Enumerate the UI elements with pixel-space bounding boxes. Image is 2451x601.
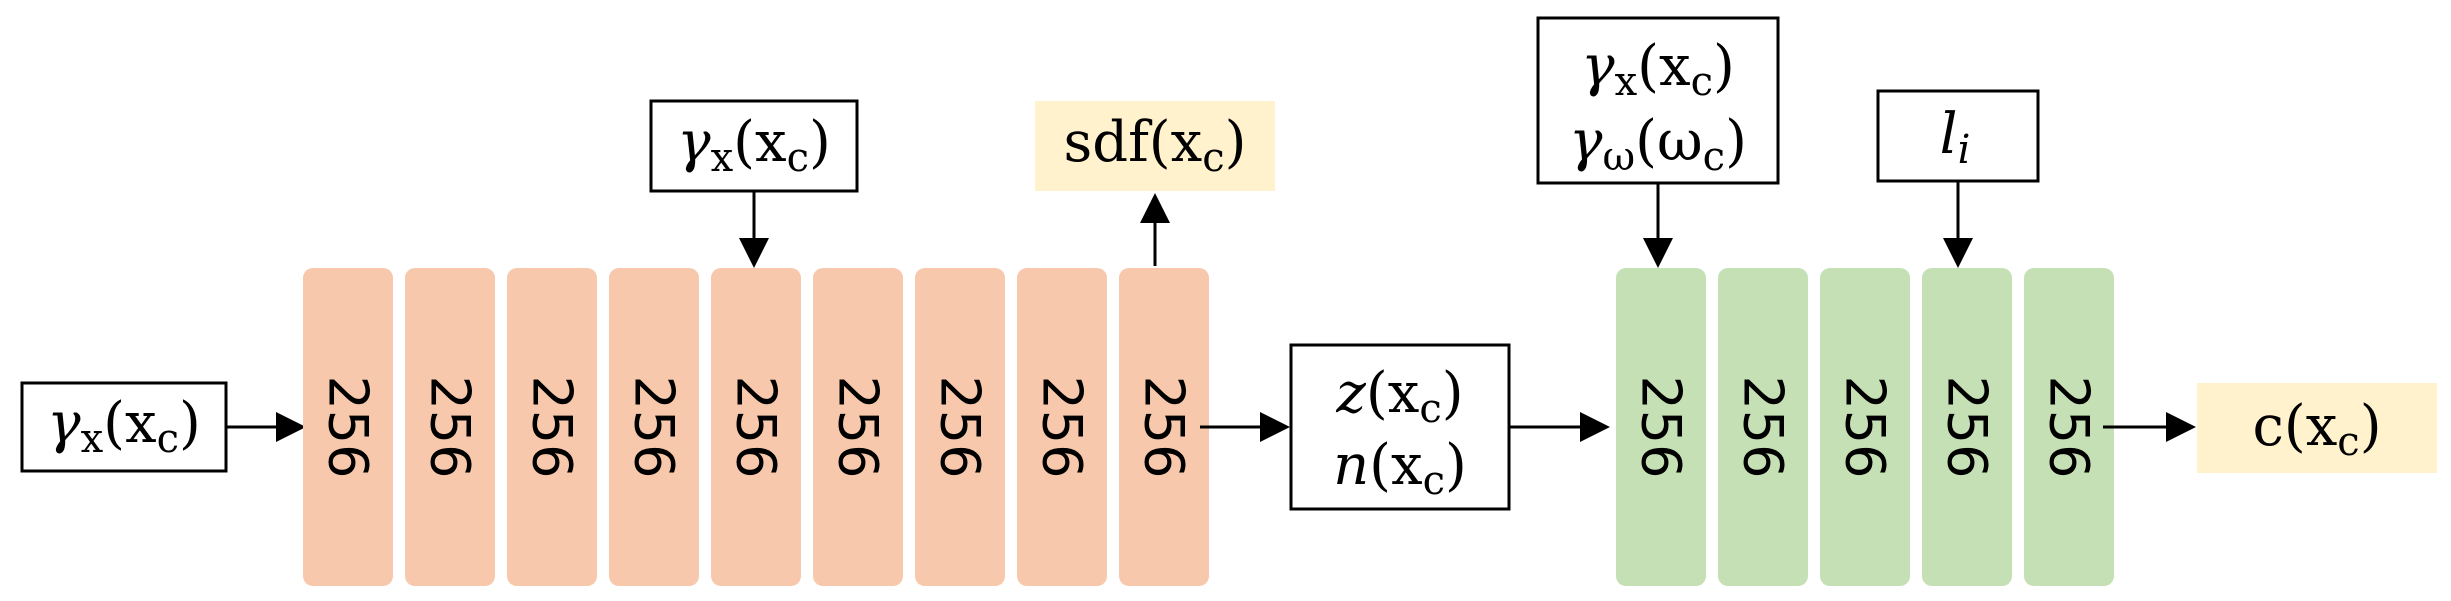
color-layer-label: 256 xyxy=(1834,375,1897,478)
color-output-arg: x xyxy=(2306,394,2338,459)
geometry-layer-9: 256 xyxy=(1119,268,1209,586)
features-z-line: z(xc) xyxy=(1335,361,1463,432)
color-input-omega-arg: ω xyxy=(1657,109,1703,174)
geometry-layer-5: 256 xyxy=(711,268,801,586)
geometry-layer-6: 256 xyxy=(813,268,903,586)
skip-input-label: γx(xc) xyxy=(677,110,831,181)
geometry-layer-label: 256 xyxy=(725,375,788,478)
skip-arg: x xyxy=(755,110,787,175)
color-layer-rect xyxy=(1718,268,1808,586)
input-box: γx(xc) xyxy=(20,381,228,473)
color-output-arg-sub: c xyxy=(2337,419,2359,465)
light-l: l xyxy=(1940,102,1958,167)
features-z: z xyxy=(1335,361,1366,426)
sdf-output-box: sdf(xc) xyxy=(1035,101,1275,191)
color-layer-label: 256 xyxy=(2038,375,2101,478)
color-input-gamma-x: γ xyxy=(1581,34,1615,99)
color-input-x-arg-sub: c xyxy=(1691,59,1713,105)
color-layer-rect xyxy=(2024,268,2114,586)
input-label: γx(xc) xyxy=(47,391,201,462)
color-input-omega-arg-sub: c xyxy=(1703,134,1725,180)
geometry-layer-rect xyxy=(303,268,393,586)
color-input-box: γx(xc) γω(ωc) xyxy=(1536,16,1780,185)
features-z-arg: x xyxy=(1388,361,1420,426)
geometry-layer-4: 256 xyxy=(609,268,699,586)
geometry-layer-label: 256 xyxy=(623,375,686,478)
geometry-layer-label: 256 xyxy=(929,375,992,478)
color-input-gamma-omega-sub: ω xyxy=(1603,134,1636,180)
color-layer-label: 256 xyxy=(1936,375,1999,478)
geometry-network: 256 256 256 256 256 256 256 256 256 xyxy=(303,268,1209,586)
features-n-arg-sub: c xyxy=(1423,458,1445,504)
sdf-arg: x xyxy=(1171,110,1203,175)
features-z-arg-sub: c xyxy=(1419,386,1441,432)
color-input-gamma-x-sub: x xyxy=(1615,59,1638,105)
geometry-layer-3: 256 xyxy=(507,268,597,586)
geometry-layer-rect xyxy=(915,268,1005,586)
geometry-layer-8: 256 xyxy=(1017,268,1107,586)
input-gamma: γ xyxy=(47,391,81,456)
geometry-layer-label: 256 xyxy=(1133,375,1196,478)
sdf-arg-sub: c xyxy=(1202,135,1224,181)
geometry-layer-label: 256 xyxy=(317,375,380,478)
color-layer-rect xyxy=(1820,268,1910,586)
geometry-layer-label: 256 xyxy=(827,375,890,478)
features-n-line: n(xc) xyxy=(1333,433,1467,504)
geometry-layer-rect xyxy=(609,268,699,586)
input-arg: x xyxy=(125,391,157,456)
color-layer-rect xyxy=(1922,268,2012,586)
geometry-layer-rect xyxy=(507,268,597,586)
sdf-label: sdf xyxy=(1063,110,1153,175)
color-layer-label: 256 xyxy=(1630,375,1693,478)
light-input-box: li xyxy=(1876,89,2040,183)
color-layer-2: 256 xyxy=(1718,268,1808,586)
input-gamma-sub: x xyxy=(81,416,104,462)
light-sub: i xyxy=(1958,127,1971,173)
geometry-layer-rect xyxy=(405,268,495,586)
color-output-c: c xyxy=(2252,394,2283,459)
features-n: n xyxy=(1333,433,1369,498)
skip-gamma: γ xyxy=(677,110,711,175)
geometry-layer-rect xyxy=(1017,268,1107,586)
color-input-gamma-omega: γ xyxy=(1569,109,1603,174)
color-network: 256 256 256 256 256 xyxy=(1616,268,2114,586)
geometry-layer-rect xyxy=(711,268,801,586)
geometry-layer-rect xyxy=(813,268,903,586)
geometry-layer-label: 256 xyxy=(521,375,584,478)
color-output-box: c(xc) xyxy=(2197,383,2437,473)
color-layer-3: 256 xyxy=(1820,268,1910,586)
skip-arg-sub: c xyxy=(787,135,809,181)
color-output-label: c(xc) xyxy=(2252,394,2381,465)
skip-gamma-sub: x xyxy=(711,135,734,181)
sdf-output-label: sdf(xc) xyxy=(1063,110,1246,181)
color-input-line2: γω(ωc) xyxy=(1569,109,1747,180)
geometry-layer-7: 256 xyxy=(915,268,1005,586)
color-layer-4: 256 xyxy=(1922,268,2012,586)
color-layer-label: 256 xyxy=(1732,375,1795,478)
color-layer-1: 256 xyxy=(1616,268,1706,586)
color-layer-5: 256 xyxy=(2024,268,2114,586)
input-arg-sub: c xyxy=(157,416,179,462)
features-box: z(xc) n(xc) xyxy=(1289,343,1511,511)
color-layer-rect xyxy=(1616,268,1706,586)
geometry-layer-label: 256 xyxy=(419,375,482,478)
geometry-layer-1: 256 xyxy=(303,268,393,586)
color-input-line1: γx(xc) xyxy=(1581,34,1735,105)
geometry-layer-label: 256 xyxy=(1031,375,1094,478)
light-input-label: li xyxy=(1940,102,1971,173)
geometry-layer-rect xyxy=(1119,268,1209,586)
geometry-layer-2: 256 xyxy=(405,268,495,586)
skip-input-box: γx(xc) xyxy=(649,99,859,193)
features-n-arg: x xyxy=(1391,433,1423,498)
color-input-x-arg: x xyxy=(1659,34,1691,99)
